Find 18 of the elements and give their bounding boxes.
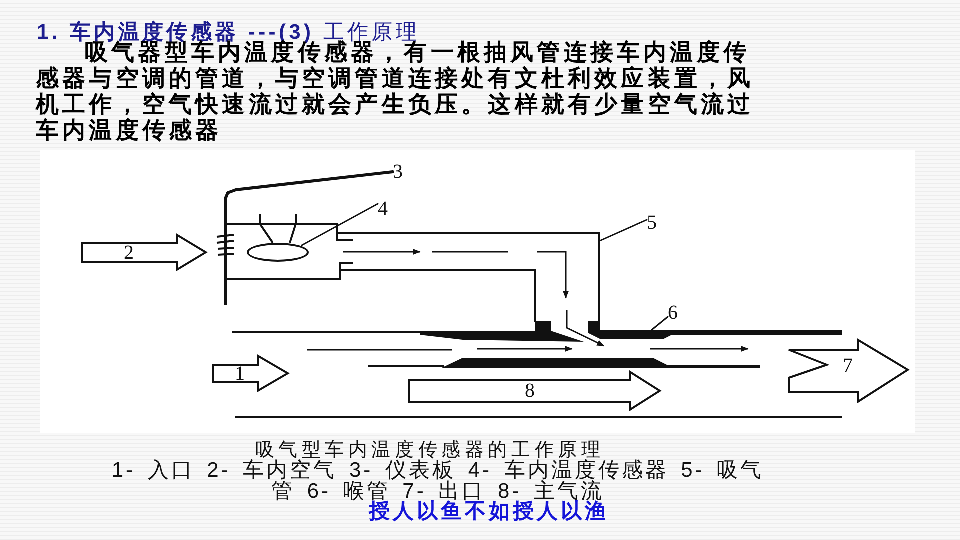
arrow-number: 1 [235,364,245,384]
leader-line [301,203,379,246]
callout-number: 3 [393,162,403,182]
slogan-text: 授人以鱼不如授人以渔 [369,501,609,523]
flow-arrow [212,355,289,392]
flow-arrow [788,339,909,403]
callout-number: 4 [378,199,388,219]
leader-line [651,316,669,331]
arrow-number: 8 [525,381,535,401]
dashboard-line [224,199,227,305]
arrow-number: 2 [124,242,134,262]
flow-arrow [408,371,661,411]
leader-line [599,219,648,242]
flow-arrow [81,234,207,271]
leader-line [224,170,394,200]
arrow-number: 7 [843,356,853,376]
callout-number: 5 [647,213,657,233]
callout-number: 6 [668,303,678,323]
